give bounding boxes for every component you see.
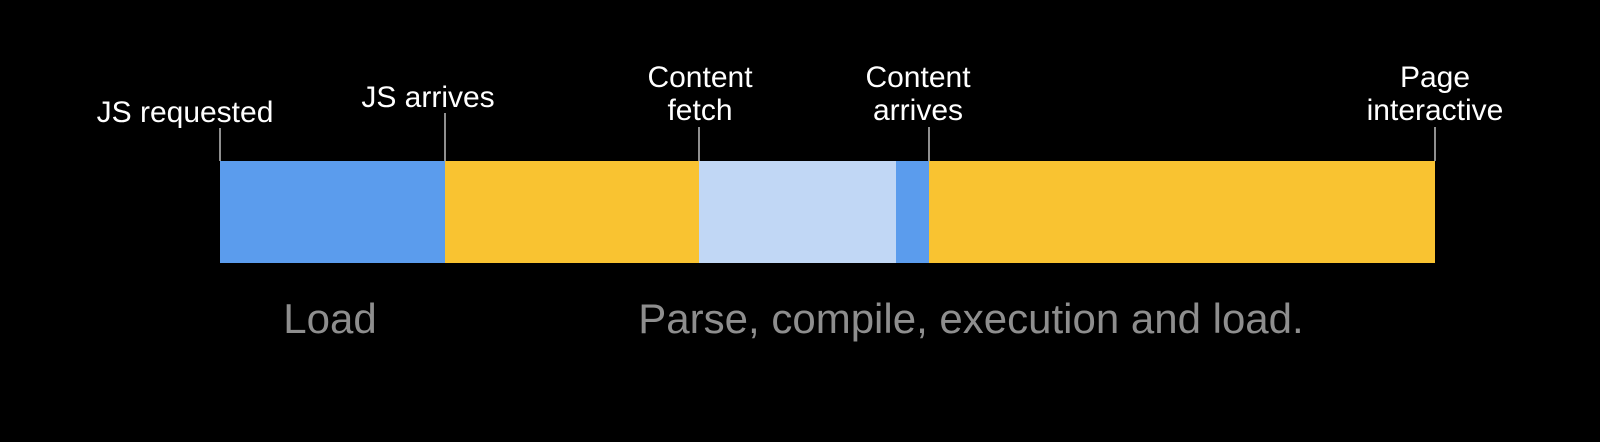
- event-label-line: Content: [865, 61, 971, 94]
- phase-label-parse: Parse, compile, execution and load.: [638, 295, 1304, 342]
- segment-content-fetch-wait: [699, 161, 896, 263]
- segment-content-arrival: [896, 161, 929, 263]
- event-label-line: Page: [1399, 61, 1471, 94]
- event-tick-page-interactive: [1434, 127, 1436, 161]
- event-tick-content-fetch: [698, 127, 700, 161]
- event-label-line: interactive: [1366, 94, 1504, 127]
- event-label-line: fetch: [667, 94, 733, 127]
- segment-js-parse-compile-2: [929, 161, 1435, 263]
- event-label-line: Content: [647, 61, 753, 94]
- timeline-bar: [220, 161, 1435, 263]
- event-label-content-fetch: Content fetch: [647, 61, 752, 127]
- event-tick-js-arrives: [444, 113, 446, 161]
- event-label-line: JS arrives: [361, 81, 495, 114]
- segment-js-parse-compile-1: [445, 161, 699, 263]
- segment-js-request-wait: [220, 161, 445, 263]
- event-label-line: JS requested: [96, 96, 274, 129]
- event-label-page-interactive: Page interactive: [1367, 61, 1504, 127]
- event-label-content-arrives: Content arrives: [865, 61, 970, 127]
- phase-label-load: Load: [283, 295, 377, 342]
- event-label-js-arrives: JS arrives: [361, 81, 494, 114]
- event-tick-js-requested: [219, 128, 221, 161]
- event-label-line: arrives: [872, 94, 964, 127]
- event-tick-content-arrives: [928, 127, 930, 161]
- event-label-js-requested: JS requested: [97, 96, 274, 129]
